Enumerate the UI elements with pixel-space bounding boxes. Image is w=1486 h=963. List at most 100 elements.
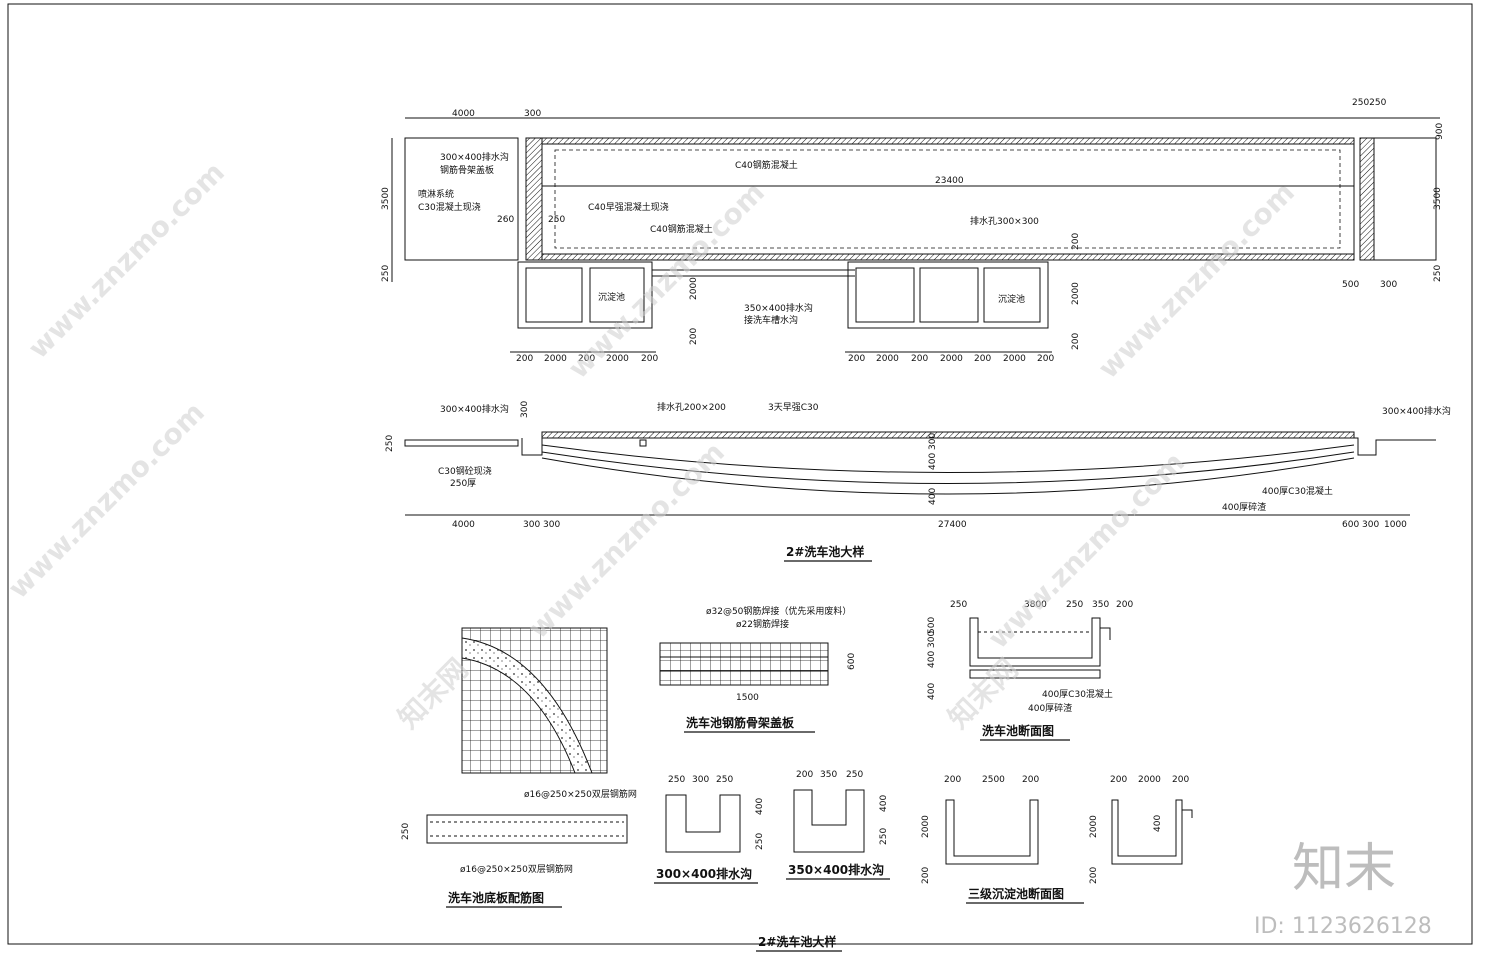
- dim-ps-2: 250: [1066, 600, 1083, 610]
- dim-d300-v1: 250: [755, 833, 765, 850]
- label-c30: C30混凝土现浇: [418, 201, 481, 213]
- sediment-title: 三级沉淀池断面图: [968, 886, 1064, 901]
- detail-mesh: ø16@250×250双层钢筋网: [461, 627, 637, 800]
- wall-top: [541, 137, 1355, 145]
- ditch300-title: 300×400排水沟: [656, 866, 752, 881]
- dim-br-0: 200: [848, 354, 865, 364]
- detail-sediment-section: 200 2500 200 2000 200 三级沉淀池断面图 200 2000 …: [921, 775, 1193, 904]
- dim-250-sec: 250: [385, 435, 395, 452]
- dim-br-2: 200: [911, 354, 928, 364]
- dim-d300-2: 250: [716, 775, 733, 785]
- dim-d350-v1: 250: [879, 828, 889, 845]
- dim-ps-0: 250: [950, 600, 967, 610]
- detail-pool-section: 250 3800 250 350 200 400 400 300 500 400…: [927, 600, 1133, 741]
- label-ps-1: 400厚C30混凝土: [1042, 688, 1113, 700]
- ditch350-title: 350×400排水沟: [788, 862, 884, 877]
- dim-bl-0: 200: [516, 354, 533, 364]
- dim-200-right: 200: [1071, 233, 1081, 250]
- label-connect: 接洗车槽水沟: [744, 314, 798, 326]
- dim-500: 500: [1342, 280, 1359, 290]
- dim-br-4: 200: [974, 354, 991, 364]
- dim-sd-v2-1: 200: [1089, 867, 1099, 884]
- dim-d350-1: 350: [820, 770, 837, 780]
- dim-sd-400: 400: [1153, 815, 1163, 832]
- label-spray: 喷淋系统: [418, 188, 454, 200]
- dim-sd1-2: 200: [1022, 775, 1039, 785]
- dim-300-sec: 300: [520, 401, 530, 418]
- dim-br-5: 2000: [1003, 354, 1026, 364]
- label-cover1: ø32@50钢筋焊接（优先采用废料）: [706, 605, 851, 617]
- watermark-url-2: www.znzmo.com: [2, 396, 211, 605]
- dim-br-1: 2000: [876, 354, 899, 364]
- dim-ps-1: 3800: [1024, 600, 1047, 610]
- dim-200-v: 200: [689, 328, 699, 345]
- dim-250-left: 250: [381, 265, 391, 282]
- label-ps-2: 400厚碎渣: [1028, 702, 1072, 714]
- dim-bl-3: 2000: [606, 354, 629, 364]
- dim-sd1-0: 200: [944, 775, 961, 785]
- ditch-grate-left: [525, 137, 543, 261]
- dim-sec-5: 300: [1362, 520, 1379, 530]
- dim-d350-0: 200: [796, 770, 813, 780]
- dim-ps-v2: 300: [927, 631, 937, 648]
- label-250-thick: 250厚: [450, 478, 476, 489]
- dim-bl-4: 200: [641, 354, 658, 364]
- id-text: ID: 1123626128: [1254, 914, 1432, 939]
- label-c40-cast: C40早强混凝土现浇: [588, 201, 669, 213]
- section-slab-top: [541, 431, 1355, 439]
- label-cover2: ø22钢筋焊接: [736, 618, 789, 630]
- dim-d350-v0: 400: [879, 795, 889, 812]
- dim-slab-250: 250: [401, 823, 411, 840]
- pool-inner-dashed: [554, 149, 1341, 249]
- brand-logo-text: 知末: [1292, 839, 1396, 899]
- detail-ditch-350: 200 350 250 400 250 350×400排水沟: [786, 770, 890, 880]
- label-slab: ø16@250×250双层钢筋网: [460, 863, 573, 875]
- watermark-group: www.znzmo.com www.znzmo.com www.znzmo.co…: [2, 156, 1301, 735]
- dim-900: 900: [1435, 123, 1445, 140]
- dim-sd-v1-1: 200: [921, 867, 931, 884]
- dim-250-inner: 250: [548, 215, 565, 225]
- dim-260: 260: [497, 215, 514, 225]
- dim-sd-v2-0: 2000: [1089, 815, 1099, 838]
- dim-sd-v1-0: 2000: [921, 815, 931, 838]
- label-c30-early: 3天早强C30: [768, 402, 819, 413]
- approach-slab: [404, 137, 519, 261]
- dim-br-3: 2000: [940, 354, 963, 364]
- dim-ps-v0: 400: [927, 683, 937, 700]
- section-title: 2#洗车池大样: [786, 544, 864, 559]
- label-c30-cast: C30钢砼现浇: [438, 465, 492, 477]
- label-ditch-left: 300×400排水沟: [440, 403, 509, 415]
- dim-d300-v0: 400: [755, 798, 765, 815]
- watermark-url-1: www.znzmo.com: [22, 156, 231, 365]
- pool-section-title: 洗车池断面图: [982, 723, 1054, 738]
- dim-ps-3: 350: [1092, 600, 1109, 610]
- sediment-tank-left: [517, 261, 653, 329]
- dim-sd1-1: 2500: [982, 775, 1005, 785]
- label-steel-cover: 钢筋骨架盖板: [440, 164, 494, 176]
- dim-400-sec: 400: [928, 488, 938, 505]
- dim-250-250: 250250: [1352, 98, 1387, 108]
- dim-3500-left: 3500: [381, 187, 391, 210]
- dim-sd2-0: 200: [1110, 775, 1127, 785]
- label-400-c30: 400厚C30混凝土: [1262, 485, 1333, 497]
- watermark-url-5: www.znzmo.com: [1092, 176, 1301, 385]
- dim-200-right-v: 200: [1071, 333, 1081, 350]
- detail-slab: 250 ø16@250×250双层钢筋网 洗车池底板配筋图: [401, 814, 628, 908]
- dim-ps-v3: 500: [927, 617, 937, 634]
- label-sediment-right: 沉淀池: [998, 293, 1025, 305]
- dim-300-right: 300: [1380, 280, 1397, 290]
- sediment-tank-right: [847, 261, 1049, 329]
- dim-sec-3: 27400: [938, 520, 967, 530]
- watermark-url-4: www.znzmo.com: [522, 436, 731, 645]
- cover-title: 洗车池钢筋骨架盖板: [686, 715, 795, 730]
- ditch-grate-right: [1359, 137, 1375, 261]
- watermark-brand-2: 知末网: [942, 652, 1025, 735]
- dim-bl-1: 2000: [544, 354, 567, 364]
- label-mesh: ø16@250×250双层钢筋网: [524, 788, 637, 800]
- label-c40-bottom: C40钢筋混凝土: [650, 223, 713, 235]
- dim-cover-h: 600: [847, 653, 857, 670]
- slab-title: 洗车池底板配筋图: [448, 890, 544, 905]
- dim-d300-1: 300: [692, 775, 709, 785]
- label-drain-hole: 排水孔300×300: [970, 215, 1039, 227]
- dim-400-300: 400 300: [928, 433, 938, 470]
